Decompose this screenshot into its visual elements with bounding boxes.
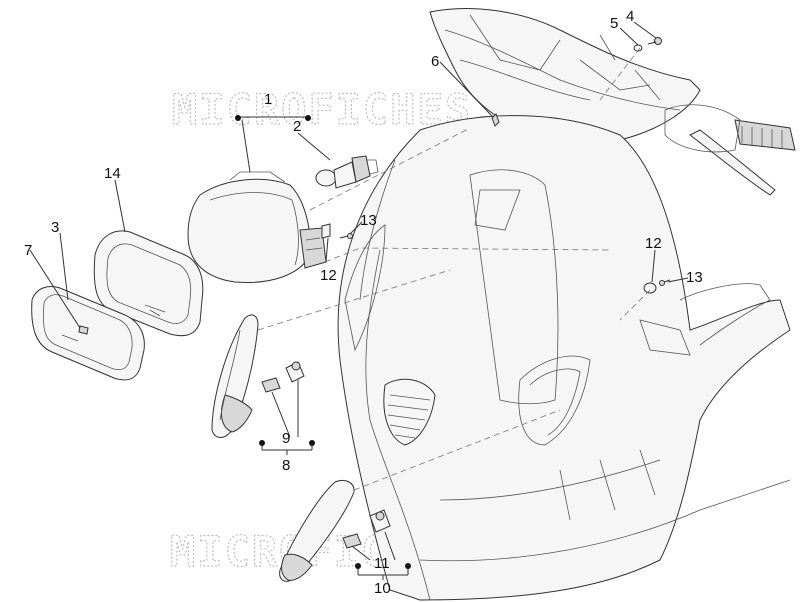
clip-12-left (321, 223, 331, 239)
callout-5: 5 (610, 15, 618, 32)
callout-12-right: 12 (645, 235, 662, 252)
callout-9: 9 (282, 430, 290, 447)
callout-8: 8 (282, 457, 290, 474)
right-indicator-bulb (342, 533, 362, 549)
left-indicator-bulb (261, 377, 281, 393)
screw-13-right (659, 279, 671, 286)
callout-7: 7 (24, 242, 32, 259)
callout-3: 3 (51, 219, 59, 236)
callout-6: 6 (431, 53, 439, 70)
handlebar-assembly (429, 8, 796, 196)
leader-dots (235, 115, 411, 569)
callout-13-right: 13 (686, 269, 703, 286)
left-indicator-lens (211, 314, 259, 438)
headlamp-cover-frame (31, 286, 145, 381)
callout-12-left: 12 (320, 267, 337, 284)
front-shield-body (337, 115, 791, 601)
assembly-line-rim (324, 247, 611, 263)
clip-6 (491, 113, 500, 127)
assembly-line-left-indicator (257, 269, 451, 331)
screw-4 (647, 37, 662, 45)
callout-11: 11 (374, 555, 390, 572)
callout-4: 4 (626, 8, 634, 25)
callout-14: 14 (104, 165, 121, 182)
assembly-line-right-indicator (353, 409, 561, 491)
headlamp-bulb (315, 155, 379, 189)
headlamp-rim (93, 230, 204, 337)
assembly-line-screw (599, 47, 641, 101)
clip-12-right (643, 282, 657, 294)
callout-1: 1 (264, 91, 272, 108)
screw-13-left (339, 233, 353, 239)
headlamp-unit (187, 171, 327, 284)
callout-2: 2 (293, 118, 301, 135)
left-indicator-socket (285, 361, 305, 383)
callout-10: 10 (374, 580, 391, 597)
right-indicator-lens (279, 479, 355, 582)
callout-13-left: 13 (360, 212, 377, 229)
assembly-line-clip (619, 289, 651, 321)
right-indicator-socket (369, 509, 391, 533)
